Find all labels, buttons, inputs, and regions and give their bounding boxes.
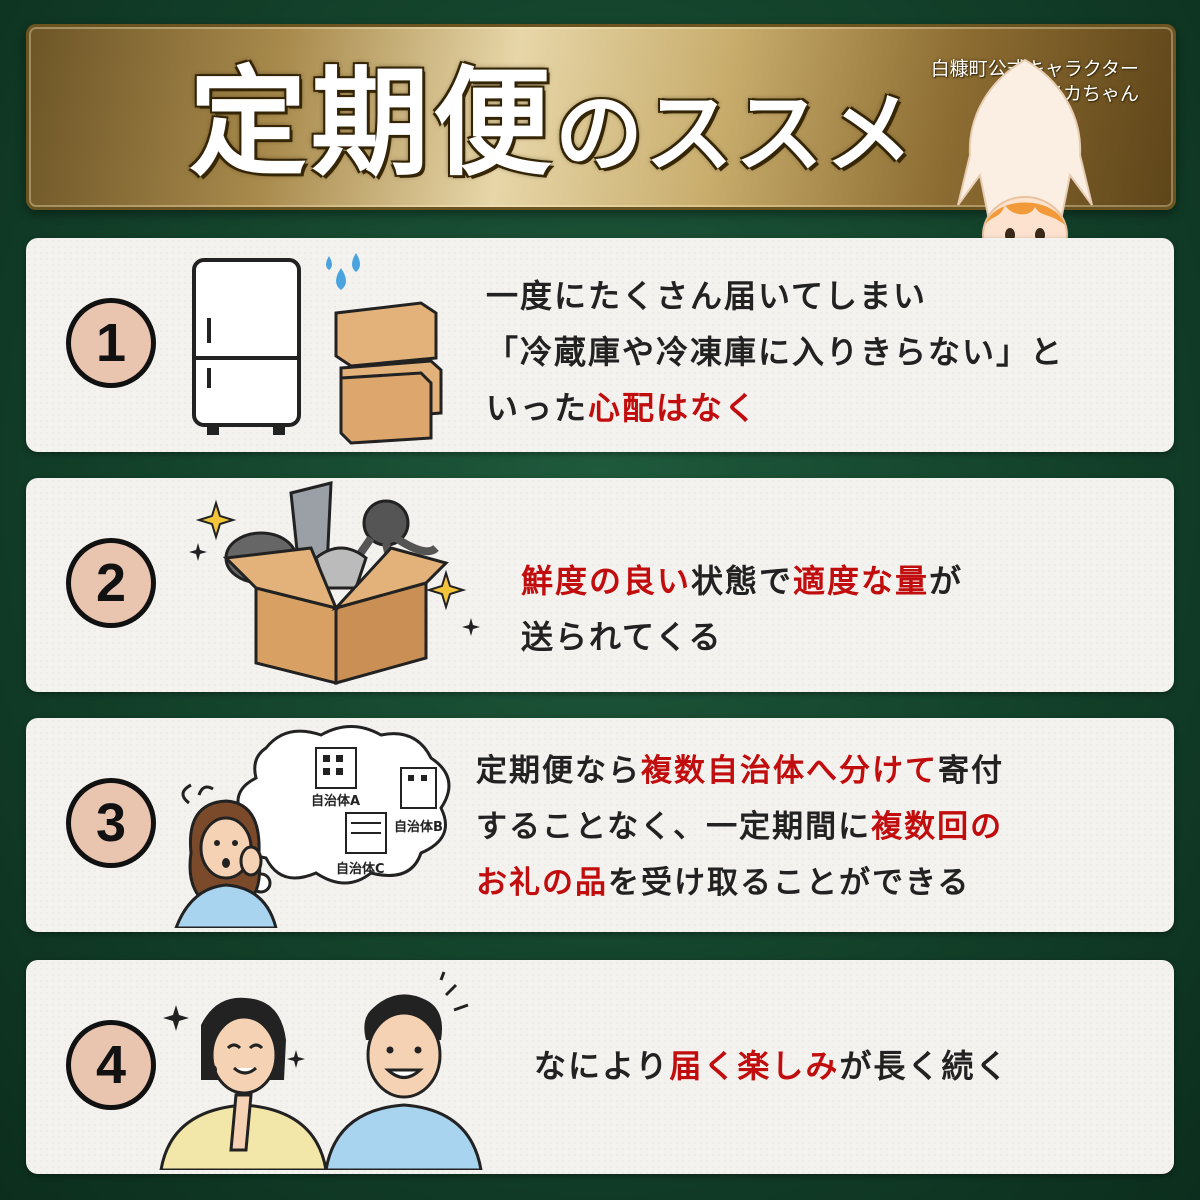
happy-couple-icon — [159, 971, 483, 1170]
item-4-plain-1: なにより — [534, 1047, 670, 1085]
item-3-highlight-2: 複数回の — [871, 809, 1004, 845]
item-3-plain-1: 定期便なら — [476, 753, 641, 789]
item-3-plain-2: 寄付 — [938, 753, 1004, 789]
number-badge-1: 1 — [66, 298, 156, 388]
item-3-text: 定期便なら複数自治体へ分けて寄付 することなく、一定期間に複数回の お礼の品を受… — [476, 743, 1004, 911]
item-3-highlight-1: 複数自治体へ分けて — [641, 753, 938, 789]
card-1: 1 一度にたくさん届いてしまい 「冷蔵庫や冷凍庫に入りきらない」と いった心配は… — [26, 238, 1174, 452]
item-4-text: なにより届く楽しみが長く続く — [534, 1038, 1009, 1094]
page-title: 定期便のススメ — [189, 53, 915, 193]
seafood-box-icon — [189, 481, 480, 685]
item-3-line-2: することなく、一定期間に複数回の — [476, 799, 1004, 855]
thinking-woman-cloud-icon: 自治体A 自治体B 自治体C — [174, 725, 451, 928]
item-2-text: 鮮度の良い状態で適度な量が 送られてくる — [521, 553, 963, 665]
item-1-line-2: 「冷蔵庫や冷凍庫に入りきらない」と — [486, 333, 1065, 371]
number-badge-3: 3 — [66, 778, 156, 868]
number-badge-2: 2 — [66, 538, 156, 628]
cloud-label-b: 自治体B — [394, 819, 443, 835]
item-3-highlight-3: お礼の品 — [476, 865, 608, 901]
card-3: 3 自治体A 自治体B 自治体C 定期便なら複数自治体へ分けて寄付 することなく… — [26, 718, 1174, 932]
item-1-line-3-plain: いった — [486, 389, 589, 427]
item-3-line-3: お礼の品を受け取ることができる — [476, 855, 1004, 911]
title-main: 定期便 — [189, 53, 556, 192]
item-2-highlight-2: 適度な量 — [793, 562, 930, 600]
item-2-plain-2: が — [929, 562, 964, 600]
item-2-line-1: 鮮度の良い状態で適度な量が — [521, 553, 963, 609]
title-sub: のススメ — [555, 81, 916, 185]
item-3-line-1: 定期便なら複数自治体へ分けて寄付 — [476, 743, 1004, 799]
item-1-line-3: いった心配はなく — [486, 380, 1064, 436]
item-2-plain-1: 状態で — [691, 562, 794, 600]
number-badge-4: 4 — [66, 1020, 156, 1110]
item-1-text: 一度にたくさん届いてしまい 「冷蔵庫や冷凍庫に入りきらない」と いった心配はなく — [486, 268, 1064, 436]
card-4: 4 なにより届く楽しみが長く続く — [26, 960, 1174, 1174]
item-3-plain-4: を受け取ることができる — [608, 865, 971, 901]
item-4-highlight: 届く楽しみ — [669, 1047, 840, 1085]
fridge-boxes-icon — [192, 253, 443, 445]
item-3-plain-3: することなく、一定期間に — [476, 809, 872, 845]
card-2: 2 鮮度の良い状態で適度な量が 送られてくる — [26, 478, 1174, 692]
item-1-highlight: 心配はなく — [588, 389, 759, 427]
item-4-plain-2: が長く続く — [839, 1047, 1010, 1085]
item-2-line-2: 送られてくる — [521, 618, 723, 656]
cloud-label-a: 自治体A — [311, 793, 360, 809]
cloud-label-c: 自治体C — [336, 861, 385, 877]
item-2-highlight-1: 鮮度の良い — [521, 562, 692, 600]
item-1-line-1: 一度にたくさん届いてしまい — [486, 277, 928, 315]
